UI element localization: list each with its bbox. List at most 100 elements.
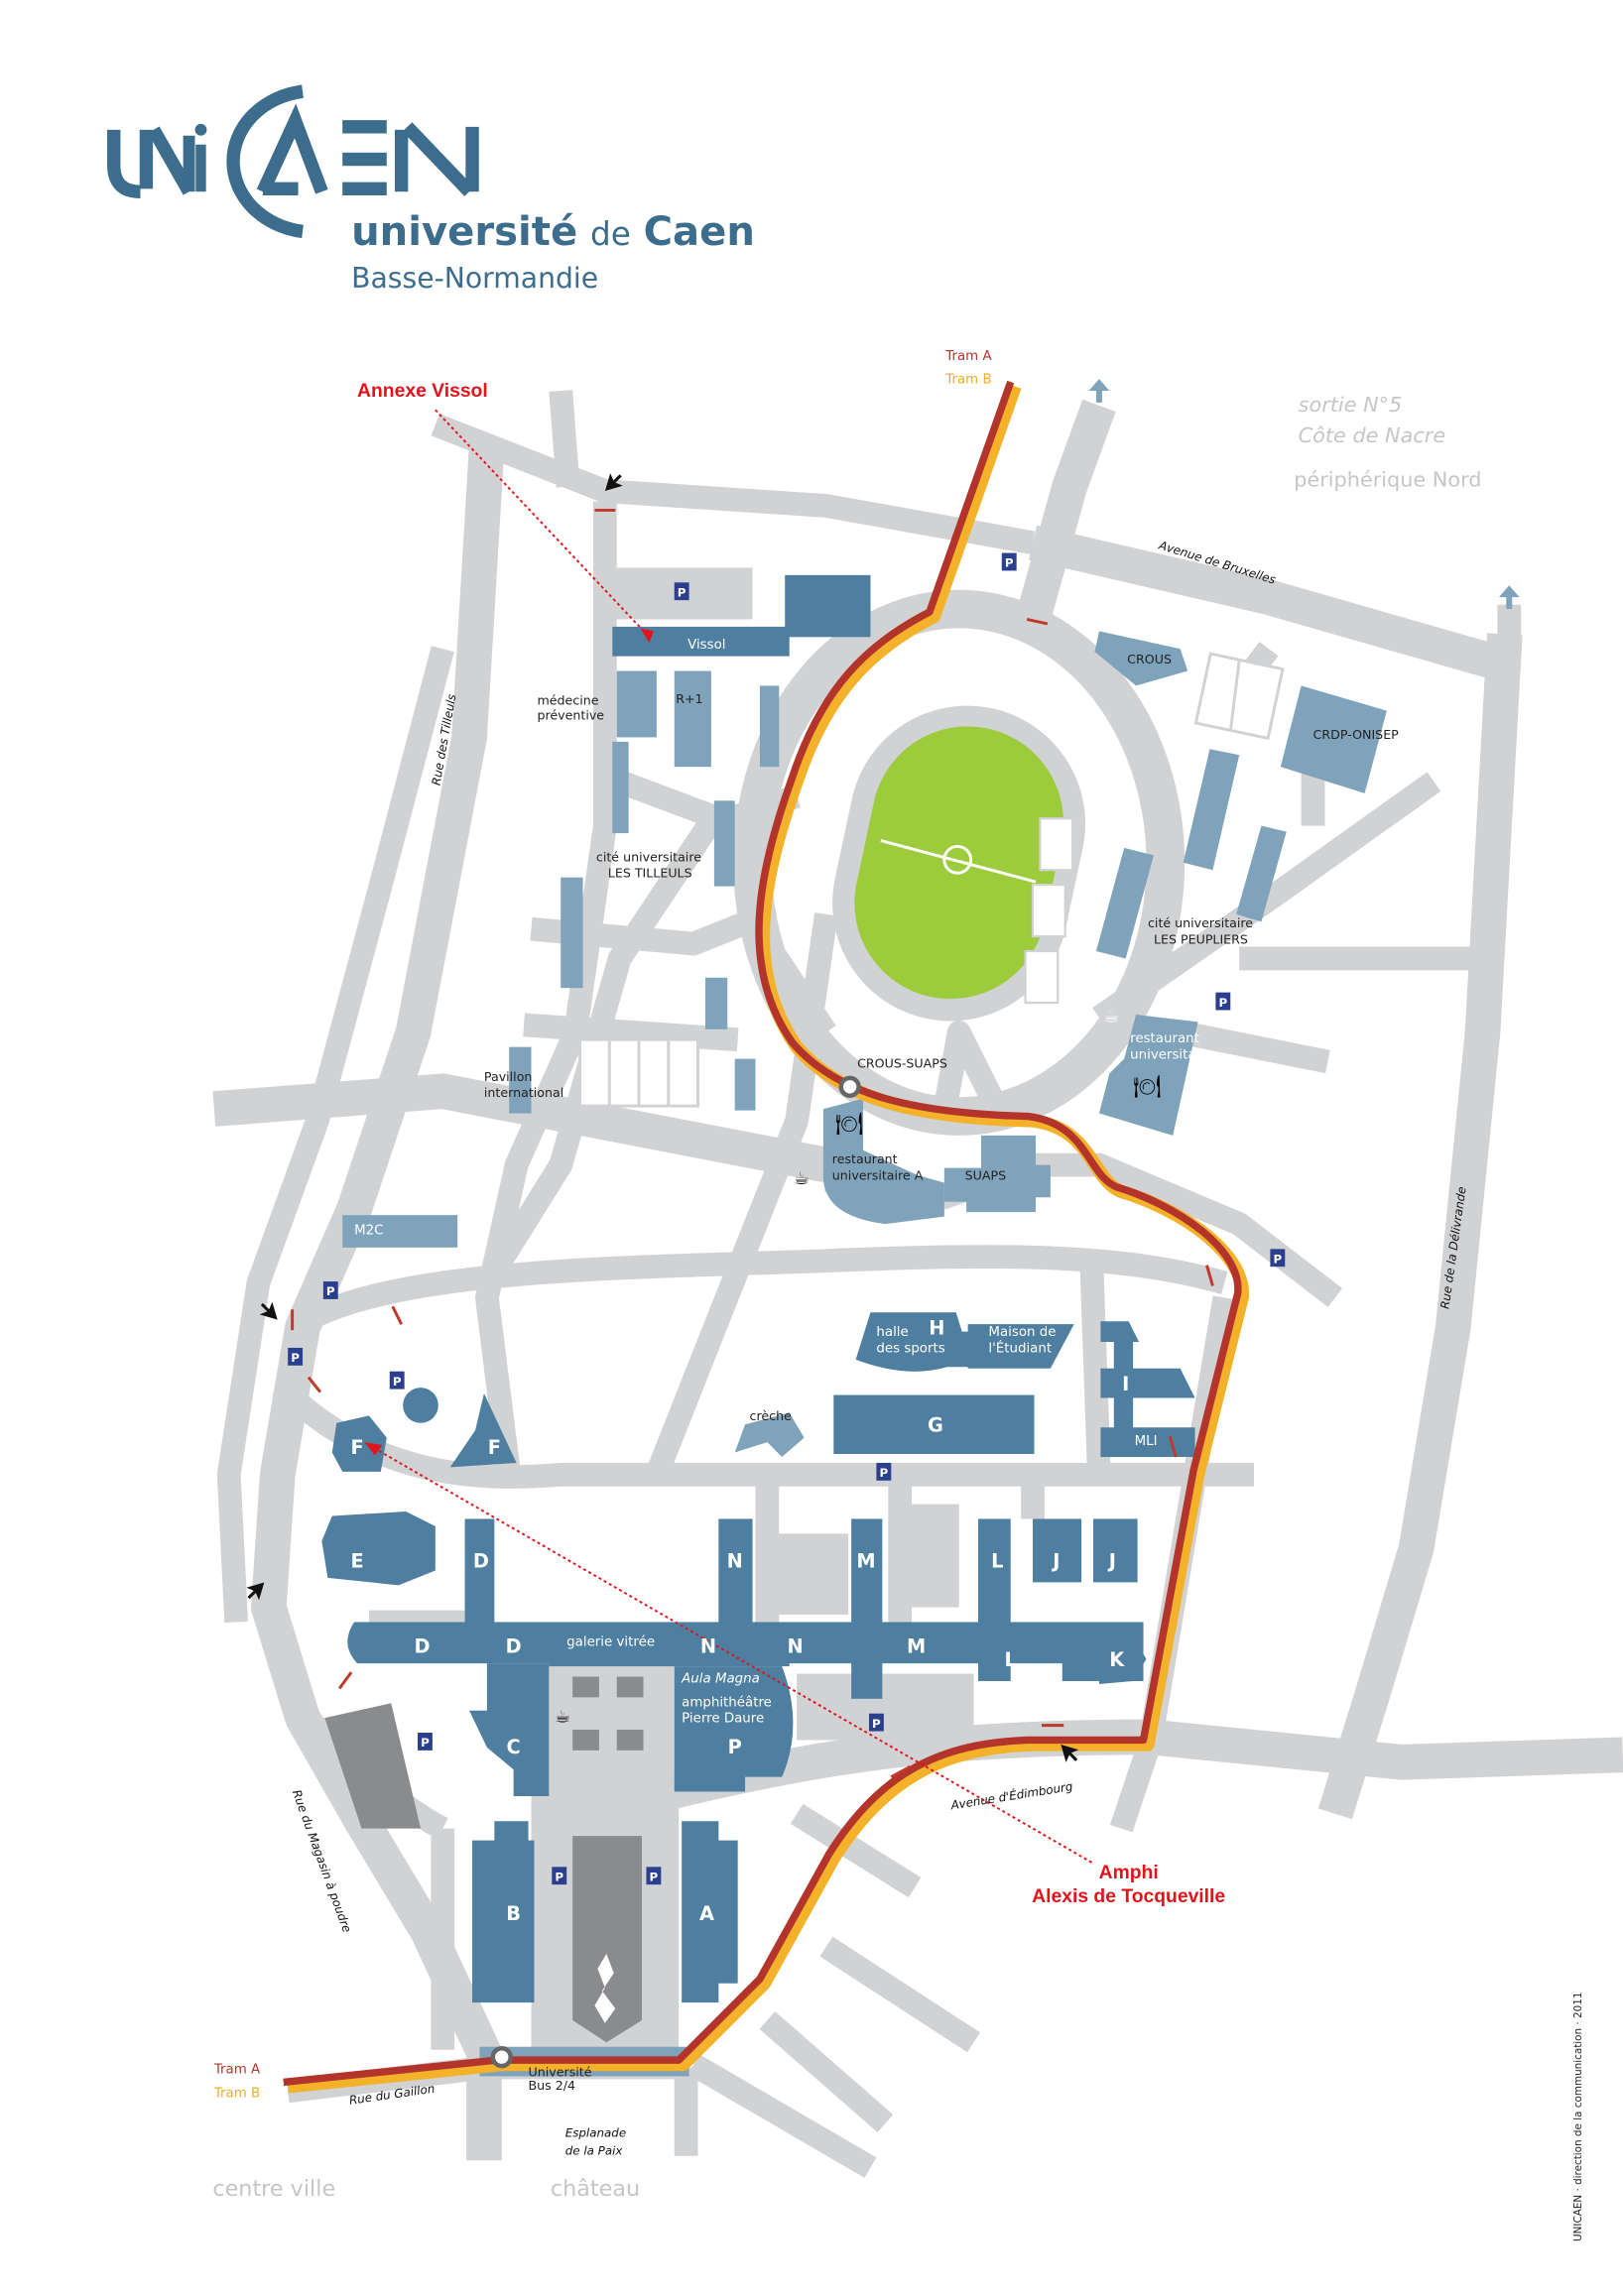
statue-icon [594, 1954, 616, 2023]
street-de-la-paix: de la Paix [565, 2143, 624, 2157]
label-crdp-onisep: CRDP-ONISEP [1313, 727, 1400, 742]
roads [212, 390, 1623, 2178]
label-restaurant-right-1: restaurant [1130, 1031, 1199, 1046]
letter-c: C [507, 1736, 521, 1758]
tram-a-label-top: Tram A [944, 349, 992, 364]
parking-lot-grey [572, 1836, 643, 2043]
building-j-1 [1033, 1518, 1082, 1583]
letter-a: A [699, 1902, 714, 1925]
parking-label: P [879, 1466, 888, 1480]
parking-label: P [1218, 996, 1227, 1010]
label-m2c: M2C [354, 1223, 383, 1238]
parking-sign: P [288, 1347, 304, 1366]
building-d-north [464, 1518, 495, 1626]
buildings [321, 574, 1387, 2077]
label-restaurant-a-1: restaurant [832, 1151, 898, 1166]
label-bus: Bus 2/4 [529, 2078, 576, 2093]
letter-d-north: D [473, 1550, 489, 1573]
exit-cote-de-nacre: Côte de Nacre [1299, 423, 1445, 447]
barrier-marker [1026, 618, 1049, 626]
building-j-2 [1092, 1518, 1138, 1583]
destination-chateau: château [551, 2176, 640, 2202]
logo-university-name: université de Caen [351, 209, 755, 255]
building-e [321, 1511, 436, 1586]
entrance-arrow-icon [604, 473, 623, 492]
stadium [832, 705, 1085, 1022]
parking-label: P [678, 585, 687, 599]
barrier-marker [1205, 1265, 1214, 1286]
label-halle: halle [876, 1325, 908, 1340]
letter-l-south: L [1005, 1648, 1017, 1671]
barrier-marker [391, 1305, 403, 1325]
label-crous-suaps: CROUS-SUAPS [857, 1055, 947, 1070]
annotation-tocqueville: Alexis de Tocqueville [1032, 1886, 1225, 1907]
barrier-marker [1168, 1435, 1178, 1458]
logo-region: Basse-Normandie [351, 262, 598, 295]
exit-arrow-icon [1088, 379, 1110, 403]
building-vissol [612, 626, 790, 657]
barrier-marker [307, 1376, 322, 1393]
tram-line [283, 380, 1249, 2094]
letter-p: P [728, 1736, 742, 1758]
label-maison: Maison de [988, 1325, 1056, 1340]
building-n [718, 1518, 753, 1626]
credit-line: UNICAEN · direction de la communication … [1572, 1993, 1584, 2241]
building-p-aula [674, 1666, 794, 1792]
building-c [469, 1663, 550, 1796]
label-galerie-vitree: galerie vitrée [566, 1633, 655, 1649]
street-esplanade: Esplanade [565, 2125, 626, 2139]
exit-arrow-icon [1498, 585, 1520, 610]
letter-d-west: D [414, 1635, 430, 1658]
label-pavillon: Pavillon [484, 1069, 533, 1084]
building-m2c [342, 1215, 458, 1248]
annotation-annexe-vissol: Annexe Vissol [357, 381, 488, 402]
building-medecine-preventive [616, 670, 657, 738]
tram-b-label-bottom: Tram B [213, 2086, 260, 2101]
label-international: international [484, 1085, 563, 1100]
building-crous [1094, 631, 1188, 686]
restaurant-icon: 🍽 [835, 1111, 863, 1137]
label-restaurant-a-2: universitaire A [832, 1167, 924, 1182]
cafe-icon: ☕ [1103, 1006, 1119, 1027]
building-i-mli [1100, 1321, 1195, 1457]
parking-label: P [872, 1717, 881, 1731]
annotation-amphi: Amphi [1099, 1863, 1159, 1883]
entrance-arrow-icon [1061, 1744, 1079, 1762]
parking-sign: P [1270, 1249, 1286, 1268]
parking-sign: P [646, 1867, 662, 1885]
label-cite-peupliers-2: LES PEUPLIERS [1154, 932, 1248, 947]
building-h [855, 1312, 974, 1372]
building-maison-etudiant [967, 1324, 1074, 1369]
letter-f-left: F [350, 1436, 363, 1459]
parking-sign: P [876, 1462, 892, 1481]
building-pavillon-international [509, 1046, 532, 1114]
parking-label: P [393, 1375, 402, 1389]
tram-a-label-bottom: Tram A [213, 2062, 261, 2077]
tram-b-line [287, 384, 1249, 2094]
building-crdp-onisep [1280, 685, 1387, 793]
label-des-sports: des sports [876, 1341, 944, 1356]
letter-e: E [350, 1550, 363, 1573]
building-restaurant-a [822, 1098, 944, 1225]
parking-label: P [1005, 556, 1014, 570]
label-cite-peupliers-1: cité universitaire [1148, 915, 1253, 930]
parking-sign: P [868, 1713, 884, 1732]
parking-sign: P [418, 1733, 433, 1751]
barrier-marker [338, 1671, 353, 1690]
building-restaurant-right [1098, 1014, 1198, 1136]
building-b [472, 1821, 535, 2003]
unicaen-logo [107, 84, 479, 239]
letter-j-1: J [1051, 1550, 1060, 1573]
exit-sortie: sortie N°5 [1299, 393, 1403, 417]
parking-sign: P [552, 1867, 567, 1885]
label-restaurant-right-2: universitai [1130, 1048, 1199, 1063]
label-medecine: médecine [537, 693, 598, 708]
parking-sign: P [1001, 552, 1017, 571]
label-mli: MLI [1135, 1434, 1158, 1449]
building-m [851, 1518, 883, 1699]
markers: P P P P P P P P P P P P [246, 379, 1520, 1885]
parking-sign: P [674, 582, 689, 601]
tram-stop-crous-suaps [838, 1075, 861, 1098]
letter-j-2: J [1107, 1550, 1116, 1573]
